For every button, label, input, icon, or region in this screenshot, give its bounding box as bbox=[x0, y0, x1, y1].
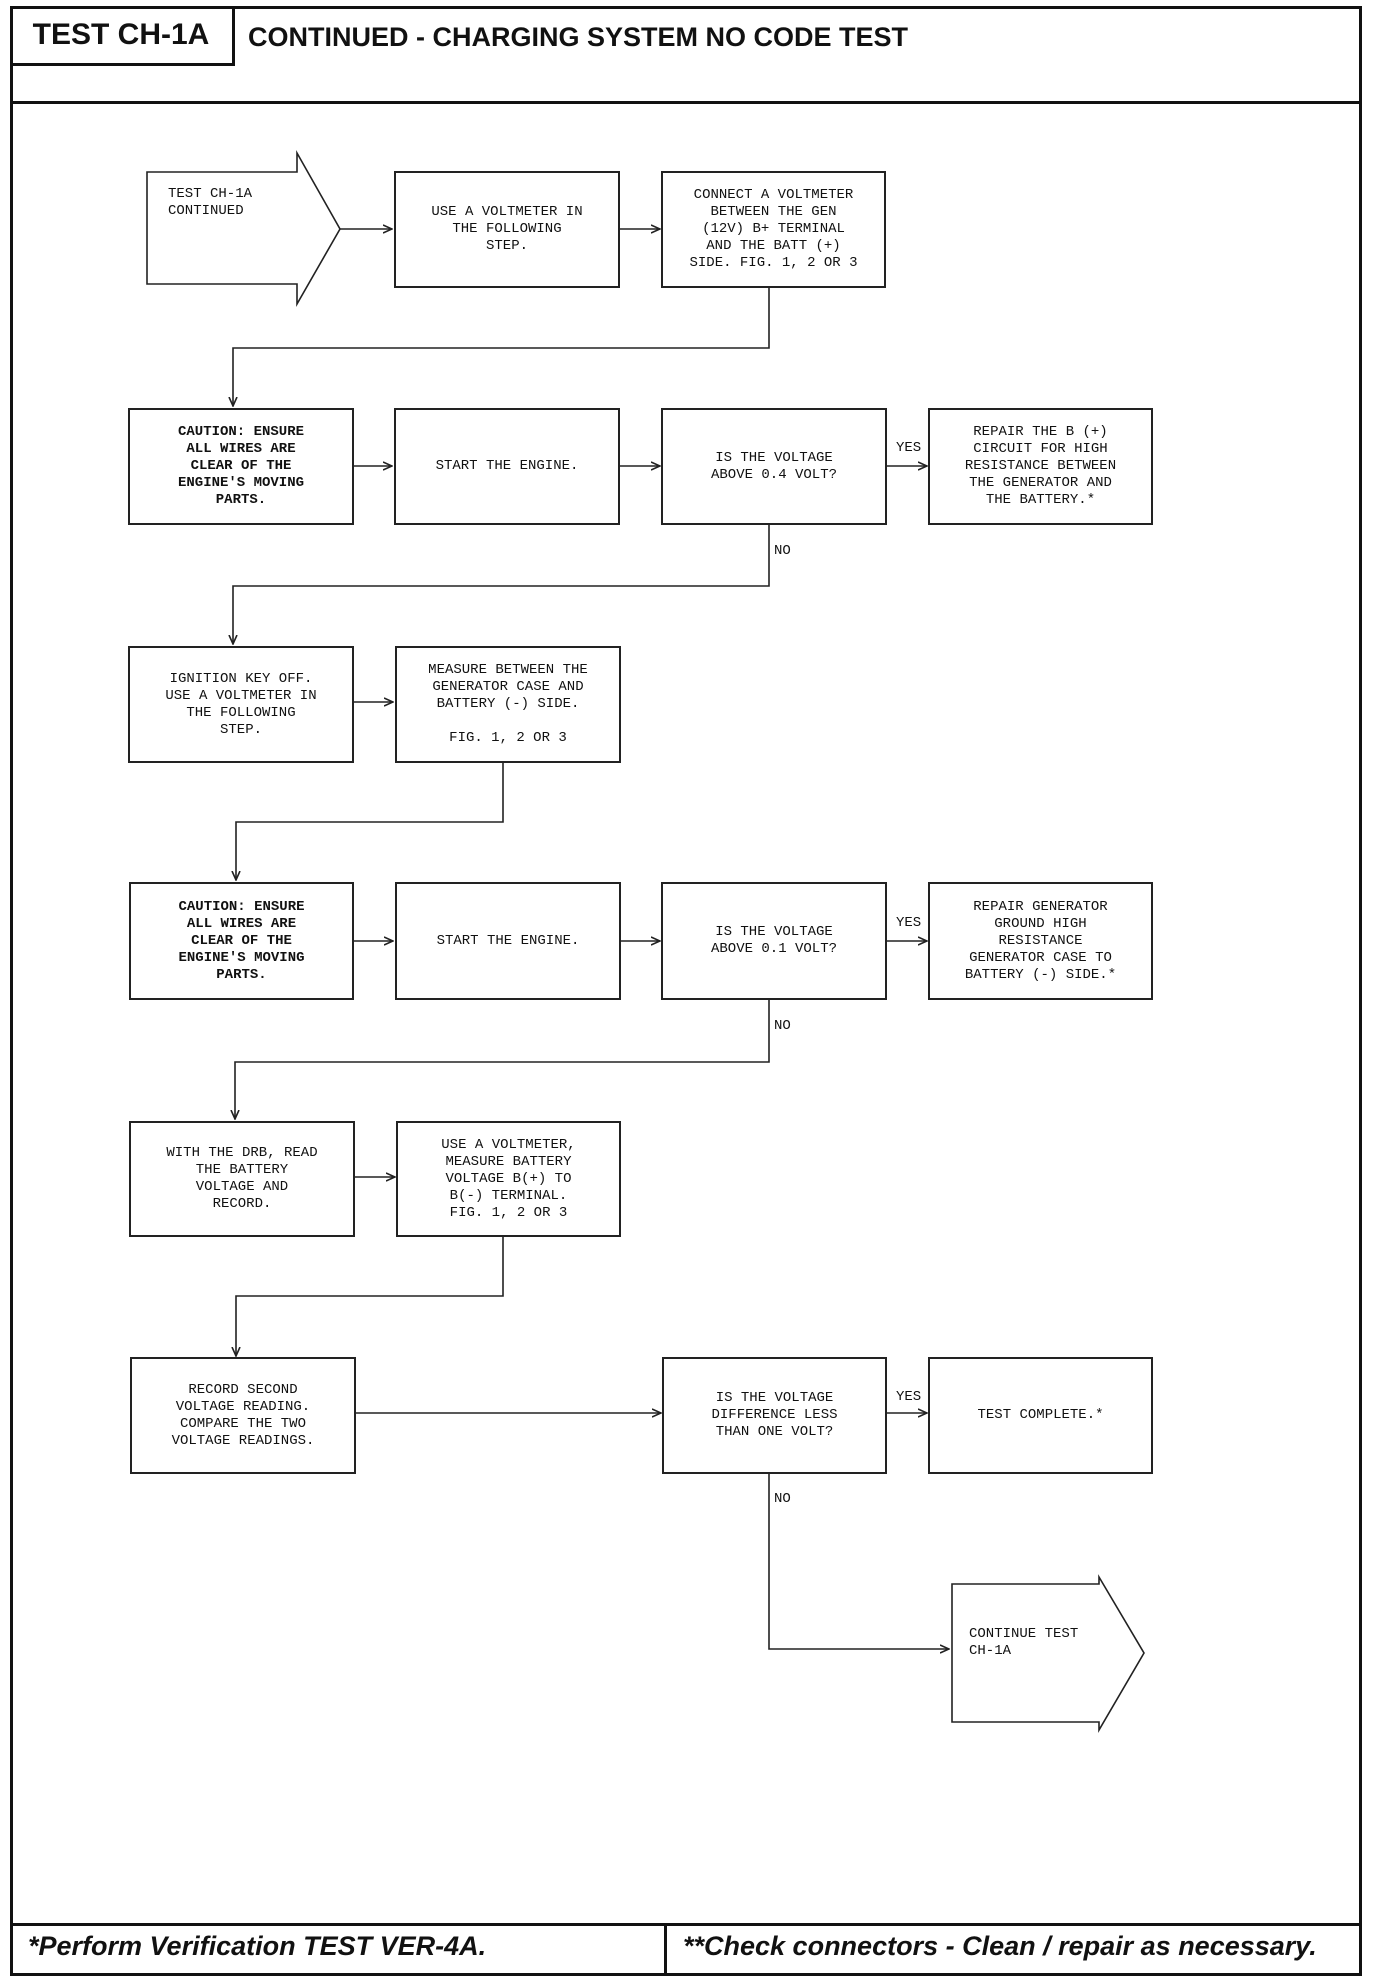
page-frame bbox=[10, 6, 1362, 1976]
header-divider bbox=[10, 101, 1362, 104]
continue-arrow-label: CONTINUE TEST CH-1A bbox=[969, 1626, 1079, 1659]
use-voltmeter-step: USE A VOLTMETER IN THE FOLLOWING STEP. bbox=[394, 171, 620, 288]
yes-label-3: YES bbox=[896, 1389, 922, 1405]
connector-row1-to-row2 bbox=[233, 288, 770, 406]
caution-box-2: CAUTION: ENSURE ALL WIRES ARE CLEAR OF T… bbox=[129, 882, 354, 1000]
page-title: CONTINUED - CHARGING SYSTEM NO CODE TEST bbox=[248, 22, 909, 52]
repair-ground-result: REPAIR GENERATOR GROUND HIGH RESISTANCE … bbox=[928, 882, 1153, 1000]
voltage-question-2: IS THE VOLTAGE ABOVE 0.1 VOLT? bbox=[661, 882, 887, 1000]
connector-q2-no bbox=[235, 1000, 770, 1119]
start-arrow-shape bbox=[146, 149, 341, 308]
use-voltmeter-step-2: USE A VOLTMETER, MEASURE BATTERY VOLTAGE… bbox=[396, 1121, 621, 1237]
footer-verification-note: *Perform Verification TEST VER-4A. bbox=[28, 1931, 487, 1961]
connector-q1-no bbox=[233, 525, 770, 644]
voltage-question-3: IS THE VOLTAGE DIFFERENCE LESS THAN ONE … bbox=[662, 1357, 887, 1474]
footer-divider bbox=[10, 1923, 1362, 1926]
test-id-label: TEST CH-1A bbox=[10, 6, 235, 66]
start-arrow-label: TEST CH-1A CONTINUED bbox=[168, 186, 253, 219]
start-engine-step-2: START THE ENGINE. bbox=[395, 882, 621, 1000]
voltage-question-1: IS THE VOLTAGE ABOVE 0.4 VOLT? bbox=[661, 408, 887, 525]
test-complete-result: TEST COMPLETE.* bbox=[928, 1357, 1153, 1474]
ignition-off-step: IGNITION KEY OFF. USE A VOLTMETER IN THE… bbox=[128, 646, 354, 763]
drb-read-step: WITH THE DRB, READ THE BATTERY VOLTAGE A… bbox=[129, 1121, 355, 1237]
no-label-2: NO bbox=[774, 1018, 791, 1034]
footer-connector-note: **Check connectors - Clean / repair as n… bbox=[683, 1931, 1317, 1961]
connector-row3-to-row4 bbox=[236, 762, 504, 880]
connector-q3-no bbox=[768, 1473, 949, 1649]
record-second-step: RECORD SECOND VOLTAGE READING. COMPARE T… bbox=[130, 1357, 356, 1474]
caution-box-1: CAUTION: ENSURE ALL WIRES ARE CLEAR OF T… bbox=[128, 408, 354, 525]
yes-label-2: YES bbox=[896, 915, 922, 931]
connect-voltmeter-step: CONNECT A VOLTMETER BETWEEN THE GEN (12V… bbox=[661, 171, 886, 288]
no-label-3: NO bbox=[774, 1491, 791, 1507]
connector-row5-to-row6 bbox=[236, 1237, 504, 1356]
no-label-1: NO bbox=[774, 543, 791, 559]
footer-column-divider bbox=[664, 1923, 667, 1976]
continue-arrow-shape bbox=[951, 1574, 1145, 1733]
start-engine-step-1: START THE ENGINE. bbox=[394, 408, 620, 525]
repair-b-plus-result: REPAIR THE B (+) CIRCUIT FOR HIGH RESIST… bbox=[928, 408, 1153, 525]
yes-label-1: YES bbox=[896, 440, 922, 456]
measure-case-step: MEASURE BETWEEN THE GENERATOR CASE AND B… bbox=[395, 646, 621, 763]
